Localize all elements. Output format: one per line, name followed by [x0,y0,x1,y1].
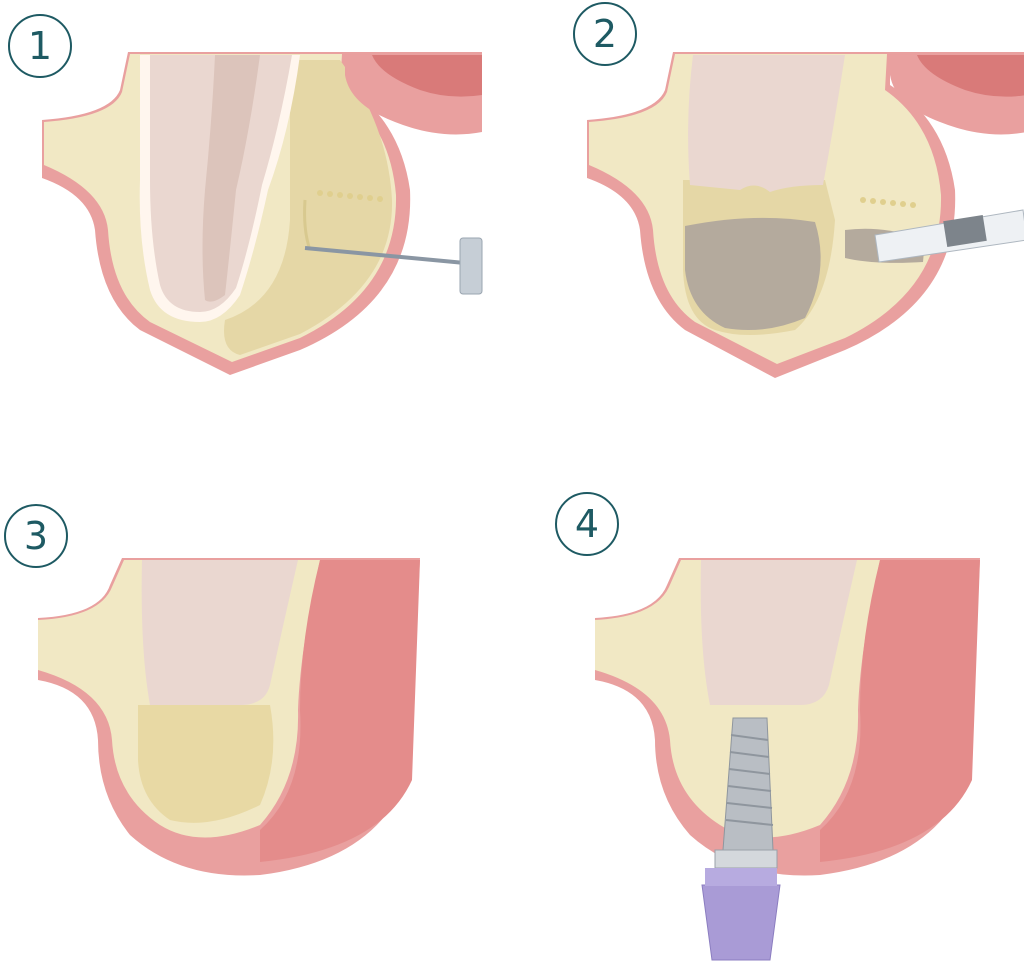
step-number: 1 [27,24,53,68]
step-number: 3 [23,514,49,558]
panel-step-4: 4 [555,490,1024,961]
sinus-lift-illustration-2 [587,52,1024,378]
bone-graft [685,217,821,331]
lip-inner [372,55,482,97]
step-number: 4 [574,502,600,546]
osteotomy-dots [860,197,916,208]
step-badge-3: 3 [4,504,68,568]
cortical-bone [224,60,393,355]
bone-graft [138,705,274,823]
sinus-lift-illustration-4 [595,558,980,961]
panel-step-1: 1 [0,0,500,470]
dental-implant-icon [701,717,781,961]
panel-step-3: 3 [0,490,500,960]
gum-mass [260,560,420,862]
osteotomy-dots [317,190,383,202]
sinus-lift-illustration-1 [42,52,483,375]
syringe-icon [874,209,1024,263]
step-badge-1: 1 [8,14,72,78]
step-badge-2: 2 [573,2,637,66]
tooth-root [141,560,298,705]
lifted-sinus-membrane [688,55,845,192]
lance-tool-icon [304,237,483,295]
sinus-lift-illustration-3 [38,558,420,876]
gum-mass [820,560,980,862]
lip-inner [917,55,1024,97]
panel-step-2: 2 [545,0,1024,470]
step-number: 2 [592,12,618,56]
root-shade [202,55,260,302]
tooth-root [700,560,857,705]
step-badge-4: 4 [555,492,619,556]
